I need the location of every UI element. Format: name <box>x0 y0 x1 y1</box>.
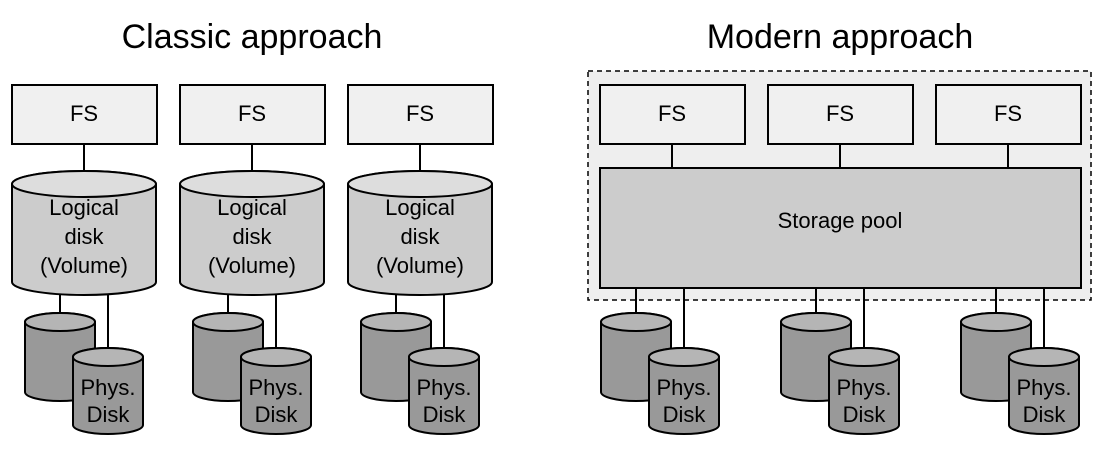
volume-label-line: Logical <box>217 195 287 220</box>
modern-disk-group: Phys. Disk <box>960 312 1080 435</box>
disk-label-line: Phys. <box>656 375 711 400</box>
physical-disk <box>828 347 900 435</box>
cylinder-top <box>347 170 493 198</box>
cylinder-top <box>1008 347 1080 367</box>
disk-label-line: Disk <box>423 402 467 427</box>
physical-disk <box>72 347 144 435</box>
modern-fs-row: FS FS FS <box>599 84 1082 145</box>
logical-disk <box>347 170 493 296</box>
classic-fs-label: FS <box>70 101 98 126</box>
classic-fs-label: FS <box>406 101 434 126</box>
modern-fs-box <box>599 84 746 145</box>
classic-fs-box <box>179 84 326 145</box>
cylinder-top <box>600 312 672 332</box>
volume-label-line: (Volume) <box>376 253 464 278</box>
modern-fs-box <box>935 84 1082 145</box>
modern-disk-group: Phys. Disk <box>600 312 720 435</box>
modern-fs-label: FS <box>994 101 1022 126</box>
physical-disk <box>240 347 312 435</box>
physical-disk <box>408 347 480 435</box>
cylinder-top <box>780 312 852 332</box>
classic-stack: FS Logical disk (Volume) Phys. Disk <box>11 84 158 435</box>
modern-fs-label: FS <box>658 101 686 126</box>
disk-label-line: Phys. <box>80 375 135 400</box>
cylinder-top <box>11 170 157 198</box>
volume-label-line: (Volume) <box>208 253 296 278</box>
disk-label-line: Phys. <box>248 375 303 400</box>
cylinder-top <box>960 312 1032 332</box>
physical-disk <box>648 347 720 435</box>
volume-label-line: disk <box>64 224 104 249</box>
cylinder-top <box>360 312 432 332</box>
disk-label-line: Disk <box>663 402 707 427</box>
cylinder-top <box>24 312 96 332</box>
disk-label-line: Disk <box>1023 402 1067 427</box>
disk-label-line: Phys. <box>416 375 471 400</box>
classic-stack: FS Logical disk (Volume) Phys. Disk <box>347 84 494 435</box>
disk-label-line: Disk <box>843 402 887 427</box>
connection-lines <box>59 144 1045 350</box>
cylinder-top <box>192 312 264 332</box>
classic-fs-label: FS <box>238 101 266 126</box>
logical-disk <box>179 170 325 296</box>
disk-label-line: Phys. <box>1016 375 1071 400</box>
storage-pool <box>599 167 1082 289</box>
cylinder-top <box>648 347 720 367</box>
cylinder-top <box>828 347 900 367</box>
volume-label-line: Logical <box>49 195 119 220</box>
volume-label-line: disk <box>400 224 440 249</box>
disk-label-line: Disk <box>255 402 299 427</box>
volume-label-line: disk <box>232 224 272 249</box>
storage-pool-label: Storage pool <box>778 208 903 233</box>
cylinder-top <box>179 170 325 198</box>
classic-fs-box <box>11 84 158 145</box>
logical-disk <box>11 170 157 296</box>
cylinder-top <box>408 347 480 367</box>
cylinder-top <box>240 347 312 367</box>
classic-title: Classic approach <box>122 18 383 56</box>
modern-fs-label: FS <box>826 101 854 126</box>
disk-label-line: Phys. <box>836 375 891 400</box>
classic-stack: FS Logical disk (Volume) Phys. Disk <box>179 84 326 435</box>
disk-label-line: Disk <box>87 402 131 427</box>
classic-fs-box <box>347 84 494 145</box>
cylinder-top <box>72 347 144 367</box>
modern-title: Modern approach <box>707 18 974 56</box>
volume-label-line: (Volume) <box>40 253 128 278</box>
physical-disk <box>1008 347 1080 435</box>
volume-label-line: Logical <box>385 195 455 220</box>
modern-fs-box <box>767 84 914 145</box>
modern-disk-group: Phys. Disk <box>780 312 900 435</box>
